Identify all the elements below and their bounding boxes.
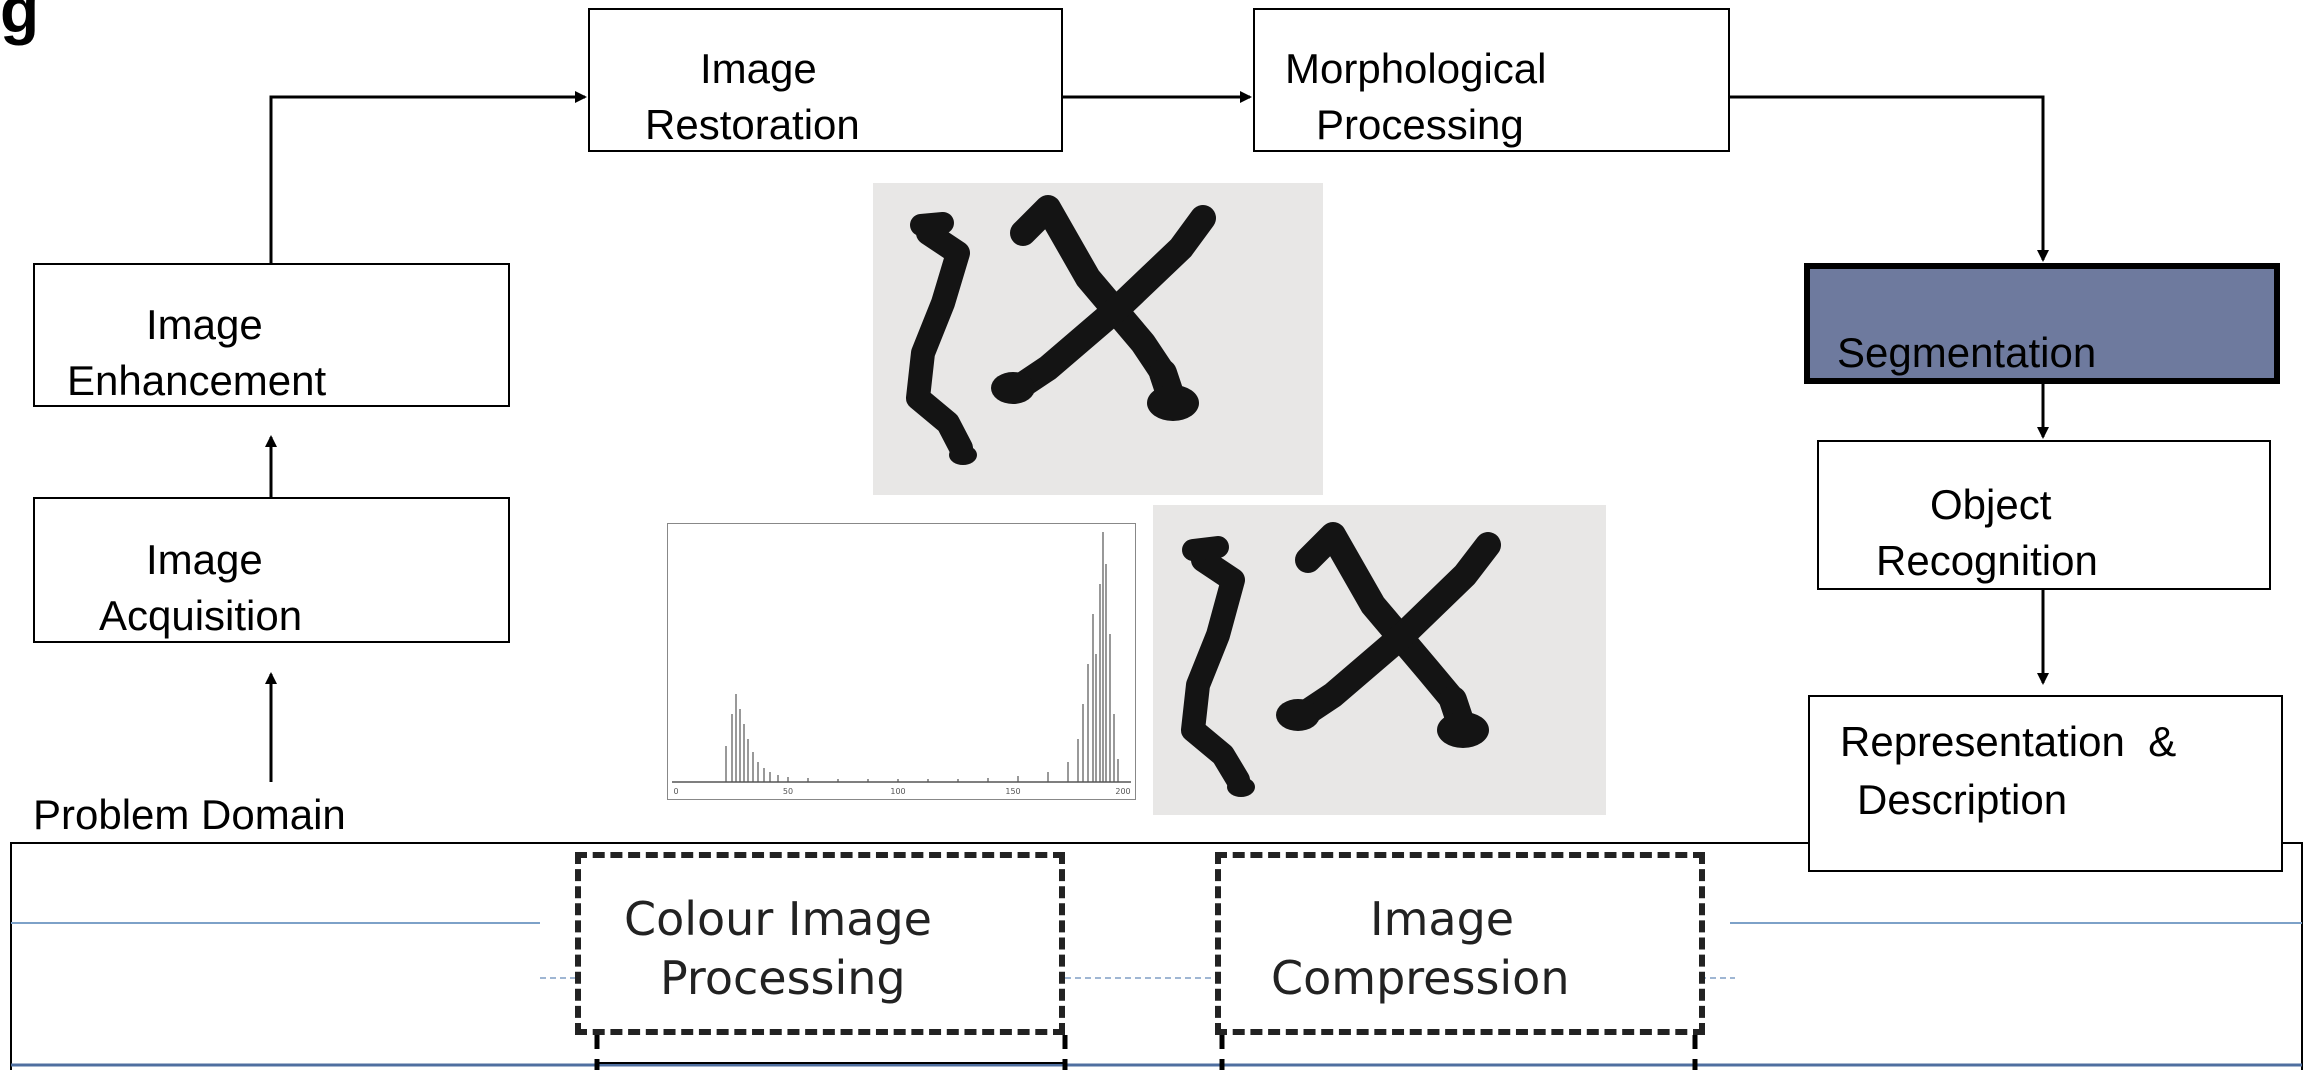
wrench-photo-top (873, 183, 1323, 495)
representation-description-box[interactable] (1808, 695, 2283, 872)
image-acquisition-label-2: Acquisition (99, 592, 303, 639)
wrench-shapes-bottom (1181, 522, 1501, 797)
representation-description-label-1: Representation & (1840, 718, 2177, 765)
image-compression-label-1: Image (1370, 892, 1515, 946)
object-recognition-label-1: Object (1930, 481, 2052, 528)
hist-tick-50: 50 (783, 787, 793, 796)
representation-description-label-2: Description (1857, 776, 2068, 823)
hist-tick-200: 200 (1115, 787, 1130, 796)
image-compression-label-2: Compression (1271, 951, 1570, 1005)
image-restoration-label-1: Image (700, 45, 817, 92)
colour-image-processing-box[interactable] (575, 852, 1065, 1035)
arrow-enhancement-to-restoration (269, 91, 587, 263)
hist-tick-100: 100 (890, 787, 905, 796)
image-enhancement-box[interactable] (33, 263, 510, 407)
image-restoration-label-2: Restoration (645, 101, 860, 148)
image-enhancement-label-2: Enhancement (67, 357, 327, 404)
wrench-shapes-top (906, 195, 1216, 465)
morphological-processing-label-1: Morphological (1285, 45, 1547, 92)
image-restoration-box[interactable] (588, 8, 1063, 152)
segmentation-label: Segmentation (1837, 329, 2097, 376)
colour-image-processing-label-2: Processing (660, 951, 906, 1005)
histogram-plot: 0 50 100 150 200 (672, 532, 1131, 796)
image-compression-box[interactable] (1215, 852, 1705, 1035)
morphological-processing-label-2: Processing (1316, 101, 1524, 148)
morphological-processing-box[interactable] (1253, 8, 1730, 152)
image-acquisition-label-1: Image (146, 536, 263, 583)
segmentation-box[interactable] (1804, 263, 2280, 384)
arrow-morphological-to-segmentation (1730, 95, 2049, 262)
wrench-photo-bottom (1153, 505, 1606, 815)
corner-glyph: g (0, 0, 40, 46)
image-acquisition-box[interactable] (33, 497, 510, 643)
hist-tick-150: 150 (1005, 787, 1020, 796)
problem-domain-label: Problem Domain (33, 791, 346, 838)
bottom-panel-frame (10, 842, 2303, 1070)
colour-image-processing-label-1: Colour Image (624, 892, 932, 946)
image-enhancement-label-1: Image (146, 301, 263, 348)
histogram-chart: 0 50 100 150 200 (667, 523, 1136, 800)
hist-tick-0: 0 (673, 787, 678, 796)
histogram-bars (725, 532, 1119, 782)
object-recognition-label-2: Recognition (1876, 537, 2098, 584)
object-recognition-box[interactable] (1817, 440, 2271, 590)
